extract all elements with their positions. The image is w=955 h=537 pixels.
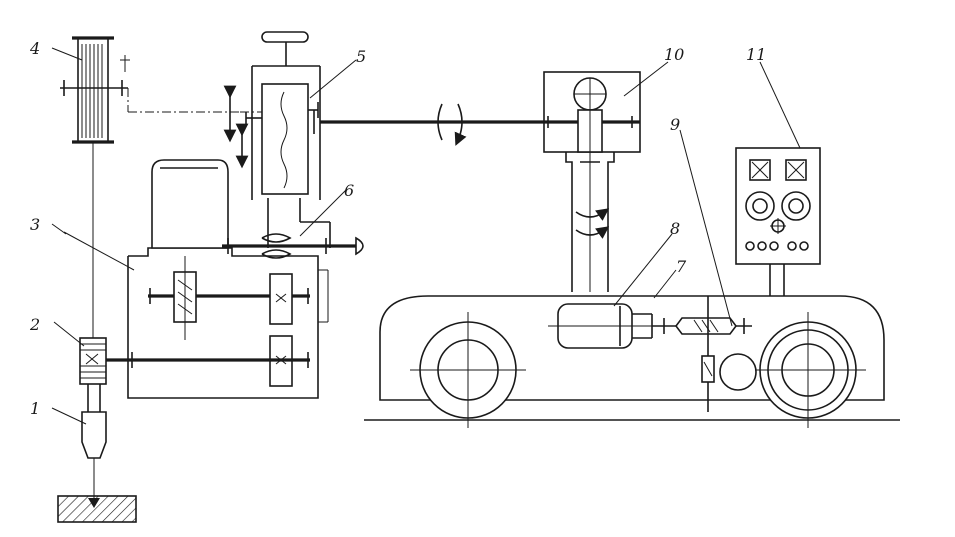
front-wheel bbox=[750, 312, 866, 428]
rear-wheel bbox=[410, 312, 526, 428]
vertical-column bbox=[565, 152, 615, 292]
label-8: 8 bbox=[670, 219, 680, 238]
label-1: 1 bbox=[30, 399, 40, 418]
label-10: 10 bbox=[664, 45, 684, 64]
gearbox bbox=[106, 247, 329, 399]
drive-motor bbox=[548, 303, 700, 349]
label-6: 6 bbox=[344, 181, 354, 200]
feed-motor bbox=[151, 159, 229, 249]
label-9: 9 bbox=[670, 115, 680, 134]
label-7: 7 bbox=[676, 257, 687, 276]
control-panel bbox=[735, 147, 821, 296]
label-3: 3 bbox=[30, 215, 40, 234]
clutch-handwheel bbox=[222, 233, 364, 259]
label-2: 2 bbox=[29, 315, 40, 334]
adjustment-mechanism bbox=[223, 31, 331, 248]
feed-rollers bbox=[79, 337, 107, 385]
label-11: 11 bbox=[746, 45, 766, 64]
leader-lines bbox=[51, 47, 801, 425]
workpiece bbox=[57, 495, 137, 523]
tractor-body bbox=[364, 295, 900, 421]
upper-gearbox bbox=[543, 71, 641, 162]
worm-drive bbox=[652, 296, 757, 412]
label-5: 5 bbox=[356, 47, 366, 66]
wire-reel bbox=[60, 36, 130, 144]
welding-mouthpiece bbox=[81, 384, 107, 500]
label-4: 4 bbox=[29, 39, 40, 58]
